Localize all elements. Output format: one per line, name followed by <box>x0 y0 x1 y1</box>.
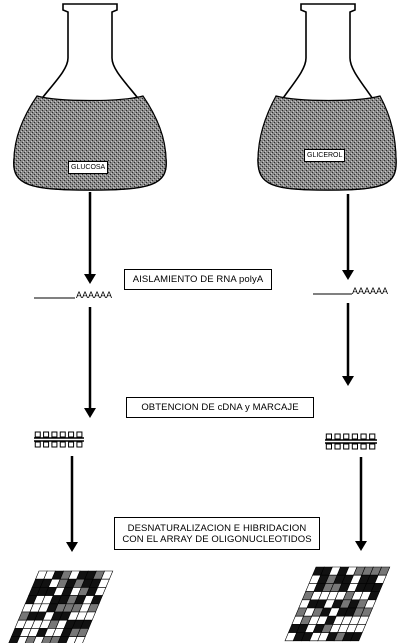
step-hybridization: DESNATURALIZACION E HIBRIDACION CON EL A… <box>114 517 320 550</box>
flask-label-glucosa: GLUCOSA <box>68 161 109 174</box>
array-cell <box>350 632 363 642</box>
array-cell <box>57 636 70 643</box>
array-cell <box>41 636 53 643</box>
polya-tail-left: AAAAAA <box>76 290 113 300</box>
flask-medium-right <box>257 95 397 191</box>
flask-medium-left <box>13 95 167 191</box>
array-cell <box>49 636 62 643</box>
step-rna-isolation-text: AISLAMIENTO DE RNA polyA <box>132 274 264 285</box>
oligonucleotide-array-left <box>8 570 114 643</box>
flask-glicerol <box>257 3 397 191</box>
step-hybridization-line1: DESNATURALIZACION E HIBRIDACION <box>127 522 307 534</box>
flask-glucosa <box>13 3 167 191</box>
array-cell <box>16 636 29 643</box>
array-cell <box>8 636 21 643</box>
step-cdna-labeling-text: OBTENCION DE cDNA y MARCAJE <box>141 402 299 413</box>
oligonucleotide-array-right <box>284 566 391 642</box>
array-cell <box>65 636 78 643</box>
array-cell <box>33 636 45 643</box>
array-cell <box>24 636 37 643</box>
step-hybridization-line2: CON EL ARRAY DE OLIGONUCLEOTIDOS <box>122 533 312 545</box>
cdna-duplex-right <box>325 433 377 450</box>
array-cell <box>74 636 86 643</box>
cdna-duplex-left <box>34 431 84 448</box>
step-rna-isolation: AISLAMIENTO DE RNA polyA <box>124 269 272 290</box>
step-cdna-labeling: OBTENCION DE cDNA y MARCAJE <box>126 397 314 418</box>
flask-label-glicerol: GLICEROL <box>304 149 346 162</box>
polya-tail-right: AAAAAA <box>352 286 389 296</box>
